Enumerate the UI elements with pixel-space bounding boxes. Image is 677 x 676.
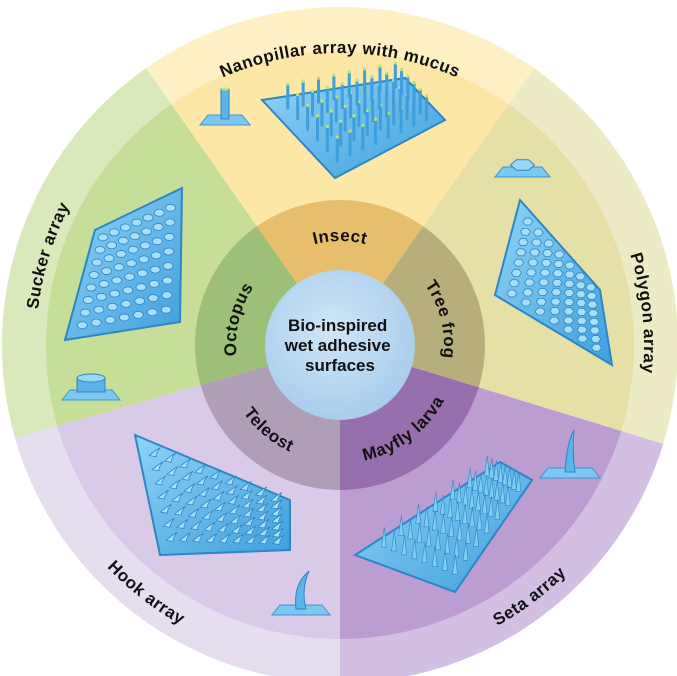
center-title-line-3: surfaces [305,356,375,375]
organism-label-insect: Insect [311,226,369,248]
hook-array-illustration [133,433,291,557]
center-title: Bio-inspired wet adhesive surfaces [284,316,396,375]
pillar-unit-icon [198,87,252,126]
center-title-line-2: wet adhesive [284,336,391,355]
seta-unit-icon [538,429,602,479]
seta-array-illustration [352,455,534,594]
polygon-array-illustration [493,197,614,367]
illustrations [60,61,614,616]
sucker-array-illustration [63,186,184,342]
sucker-unit-icon [60,373,122,401]
nanopillar-array-illustration [259,61,447,180]
organism-label-insect-text: Insect [311,226,369,248]
center-circle [265,270,415,420]
outer-fade-band [2,7,677,676]
center-title-line-1: Bio-inspired [288,316,387,335]
hook-unit-icon [270,570,332,616]
hexagon-unit-icon [493,159,552,178]
